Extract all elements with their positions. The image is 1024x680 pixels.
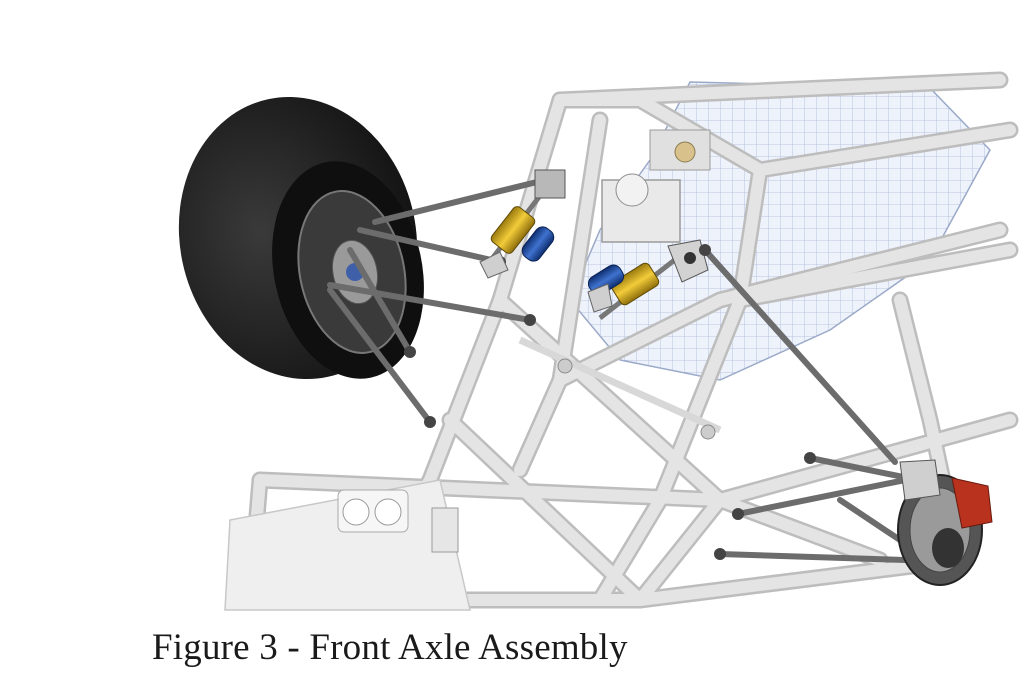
front-axle-assembly-drawing	[178, 71, 1019, 611]
wheel-icon	[178, 96, 424, 380]
steering-box	[518, 129, 722, 440]
nose-floor-panel	[224, 479, 471, 611]
chassis-frame-icon	[241, 71, 1019, 609]
shock-absorber-icon-right	[587, 239, 709, 320]
figure-caption: Figure 3 - Front Axle Assembly	[152, 627, 628, 668]
left-suspension-arms	[327, 177, 548, 425]
right-suspension-arms	[702, 247, 921, 563]
shock-absorber-icon	[479, 169, 566, 279]
brake-disc-icon	[897, 459, 993, 586]
